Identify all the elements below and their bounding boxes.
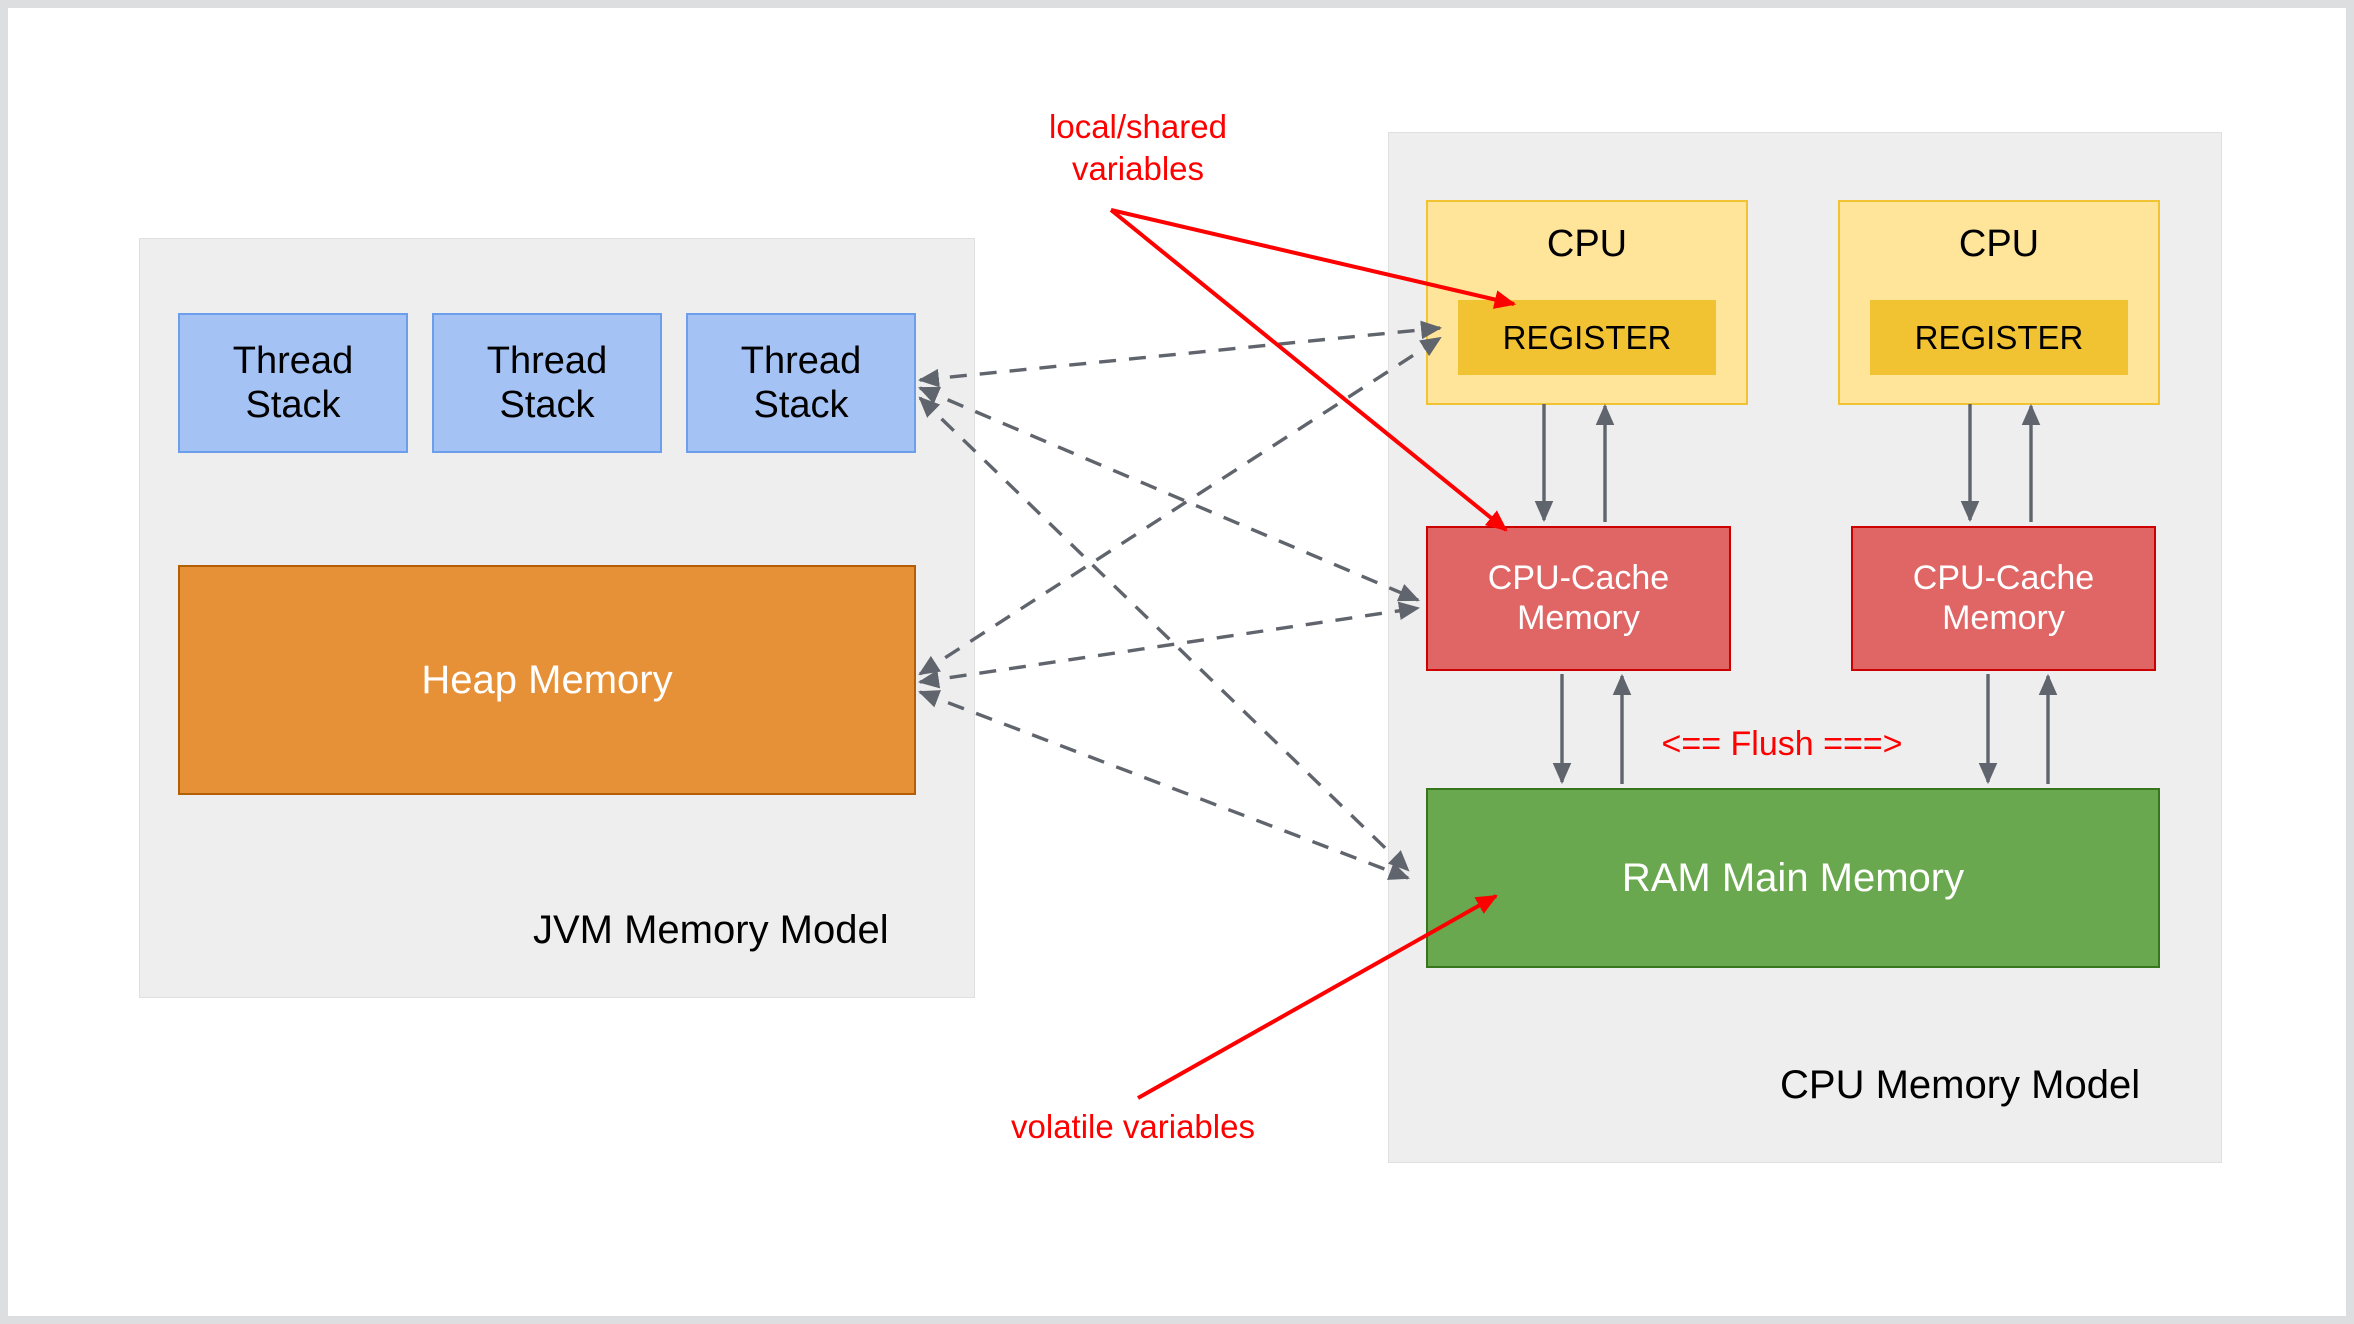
thread-stack-box-2[interactable]: Thread Stack bbox=[432, 313, 662, 453]
cpu-cache-memory-box-1[interactable]: CPU-Cache Memory bbox=[1426, 526, 1731, 671]
heap-memory-box[interactable]: Heap Memory bbox=[178, 565, 916, 795]
cpu-memory-model-label: CPU Memory Model bbox=[1780, 1063, 2141, 1107]
register-box-1[interactable]: REGISTER bbox=[1458, 300, 1716, 375]
cpu-cache-memory-box-2[interactable]: CPU-Cache Memory bbox=[1851, 526, 2156, 671]
link-threadstack-to-cache bbox=[918, 386, 1420, 602]
jvm-memory-model-label: JVM Memory Model bbox=[533, 908, 889, 952]
thread-stack-box-3[interactable]: Thread Stack bbox=[686, 313, 916, 453]
ram-main-memory-box[interactable]: RAM Main Memory bbox=[1426, 788, 2160, 968]
dashed-connector-group bbox=[917, 320, 1443, 880]
register-box-2[interactable]: REGISTER bbox=[1870, 300, 2128, 375]
flush-annotation: <== Flush ===> bbox=[1661, 725, 1903, 763]
link-heap-to-register bbox=[918, 336, 1442, 676]
link-threadstack-to-register bbox=[917, 320, 1443, 388]
link-heap-to-cache bbox=[917, 601, 1421, 689]
thread-stack-box-1[interactable]: Thread Stack bbox=[178, 313, 408, 453]
volatile-variables-annotation: volatile variables bbox=[1011, 1108, 1255, 1145]
link-heap-to-ram bbox=[918, 690, 1410, 880]
local-shared-variables-annotation: local/shared variables bbox=[1049, 108, 1227, 188]
link-threadstack-to-ram bbox=[918, 396, 1410, 872]
